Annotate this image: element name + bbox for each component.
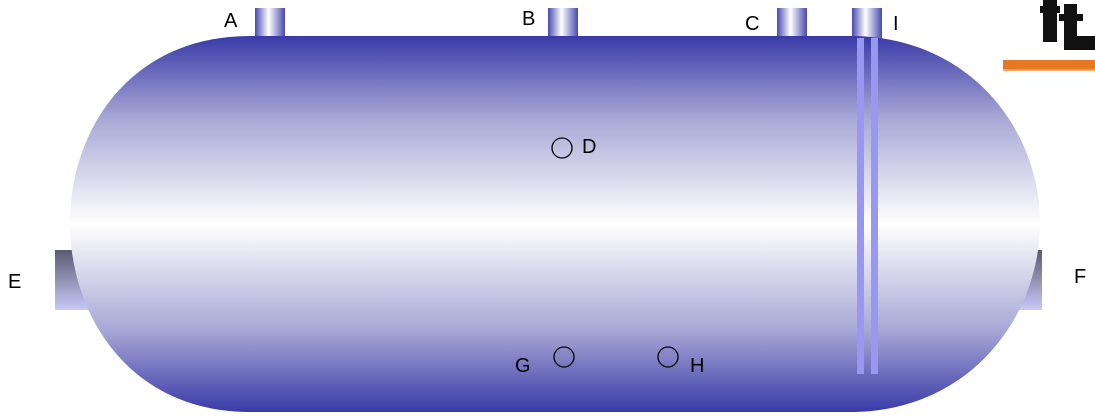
nozzle-i [852,8,882,40]
label-d: D [582,136,597,158]
nozzle-a [255,8,285,40]
level-gauge-tube-right [871,38,878,374]
nozzle-c [777,8,807,40]
label-f: F [1074,266,1087,288]
logo-fragment [1003,0,1095,71]
label-a: A [224,10,238,32]
nozzle-b [548,8,578,40]
label-c: C [745,13,760,35]
vessel-body [70,36,1040,412]
label-i: I [893,13,899,35]
port-g [553,346,575,368]
level-gauge-tube-left [857,38,864,374]
port-d [551,137,573,159]
label-g: G [515,355,531,377]
port-h [657,346,679,368]
label-h: H [690,355,705,377]
label-b: B [522,8,536,30]
label-e: E [8,271,22,293]
